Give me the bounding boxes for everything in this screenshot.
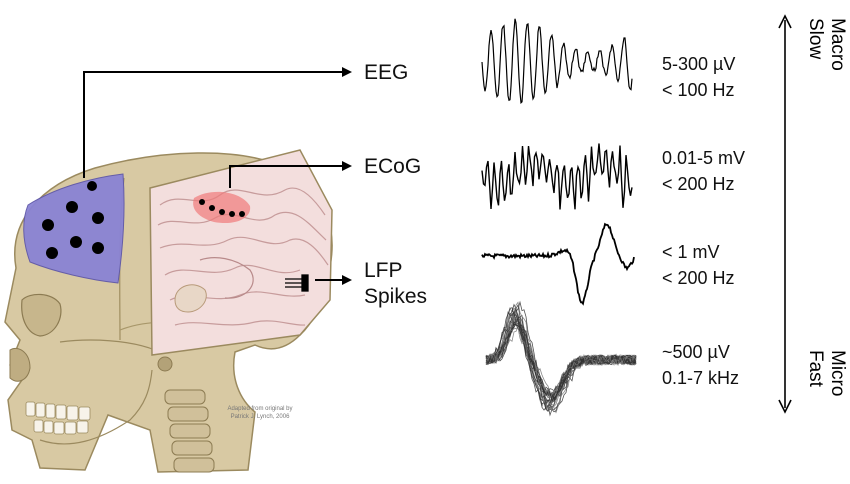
lower-teeth — [34, 420, 88, 434]
lfp-spikes-label: LFP Spikes — [364, 258, 427, 310]
macro-label: Macro — [826, 18, 848, 128]
ear-canal — [158, 357, 172, 371]
slow-label: Slow — [804, 18, 826, 128]
eeg-label: EEG — [364, 60, 408, 86]
image-credit: Adapted from original by Patrick J. Lync… — [210, 405, 310, 421]
micro-label: Micro — [826, 350, 848, 460]
eeg-amplitude: 5-300 µV — [662, 52, 735, 76]
ecog-frequency: < 200 Hz — [662, 172, 735, 196]
spikes-frequency: 0.1-7 kHz — [662, 366, 739, 390]
scale-top-label: Macro — [826, 18, 848, 128]
scale-top-label-2: Slow — [804, 18, 826, 128]
scale-bottom-label: Micro — [826, 350, 848, 460]
scale-bottom-label-2: Fast — [804, 350, 826, 460]
eeg-frequency: < 100 Hz — [662, 78, 735, 102]
scale-axis-arrow — [779, 16, 791, 412]
ecog-trace — [482, 144, 632, 210]
ecog-amplitude: 0.01-5 mV — [662, 146, 745, 170]
ecog-label: ECoG — [364, 154, 421, 180]
brain-cutaway — [150, 150, 332, 355]
credit-line-2: Patrick J. Lynch, 2006 — [210, 413, 310, 421]
spikes-amplitude: ~500 µV — [662, 340, 730, 364]
credit-line-1: Adapted from original by — [210, 405, 310, 413]
fast-label: Fast — [804, 350, 826, 460]
lfp-amplitude: < 1 mV — [662, 240, 720, 264]
signal-traces — [482, 19, 636, 415]
lfp-trace — [482, 224, 634, 304]
eeg-trace — [482, 19, 632, 103]
lfp-frequency: < 200 Hz — [662, 266, 735, 290]
